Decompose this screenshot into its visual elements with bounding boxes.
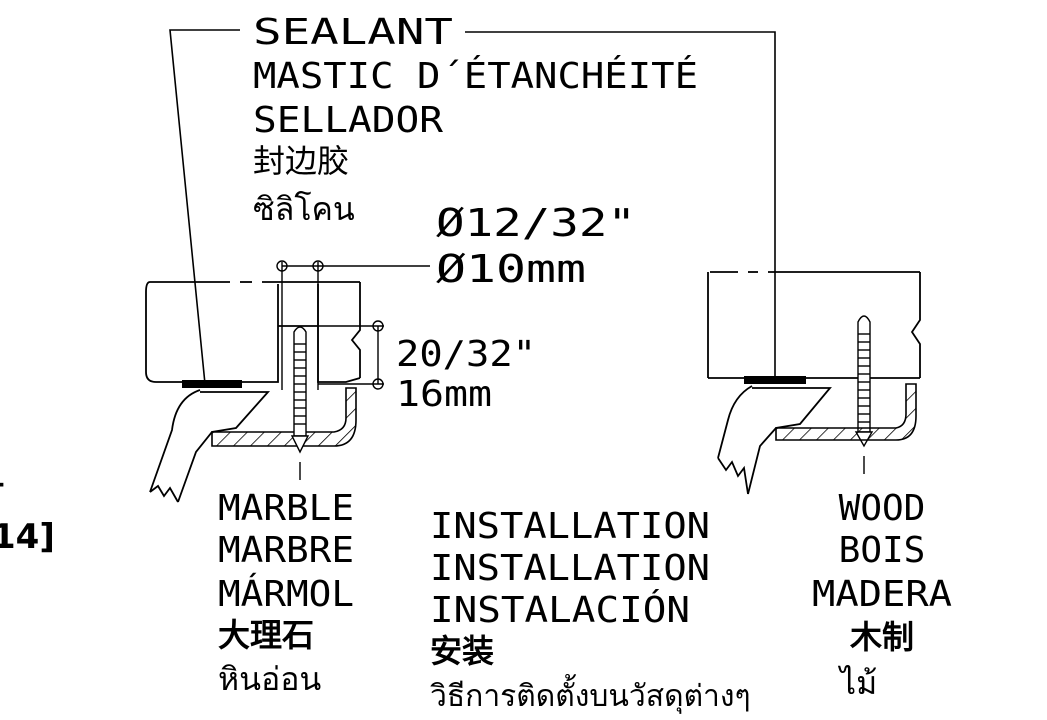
depth-inch: 20/32" [396,334,536,375]
wood-countertop [707,271,921,379]
hole-diameter-mm: Ø10mm [436,247,586,291]
depth-mm: 16mm [396,374,492,415]
wood-label-fr: BOIS [839,530,926,571]
depth-dimension [318,320,384,390]
wood-label-th: ไม้ [837,664,877,702]
wood-label-es: MADERA [812,574,952,615]
sealant-label-fr: MASTIC D´ÉTANCHÉITÉ [253,55,698,97]
sealant-bead-left [182,380,242,388]
wood-label-zh: 木制 [849,618,914,656]
sealant-bead-right [744,376,806,384]
marble-label-fr: MARBRE [218,530,354,571]
hole-diameter-inch: Ø12/32" [436,201,636,245]
sink-flange-left [211,387,357,447]
sealant-label-en: SEALANT [253,12,453,53]
screw-left [290,326,310,480]
edge-text-line2: 14] [0,517,55,557]
hole-guides-left [276,260,430,390]
marble-label-zh: 大理石 [218,616,314,654]
sink-flange-right [775,383,917,441]
wood-label-en: WOOD [839,488,926,529]
sealant-leader-lines [169,29,776,385]
sealant-label-zh: 封边胶 [253,142,349,180]
marble-label-es: MÁRMOL [218,573,354,615]
sealant-label-th: ซิลิโคน [253,190,355,228]
marble-countertop [145,281,361,383]
installation-label-en: INSTALLATION [430,506,710,547]
installation-label-fr: INSTALLATION [430,548,710,589]
sink-bowl-left [149,389,271,503]
installation-label-th: วิธีการติดตั้งบนวัสดุต่างๆ [430,674,751,715]
sealant-label-es: SELLADOR [253,100,443,141]
marble-label-en: MARBLE [218,488,354,529]
screw-right [854,315,874,474]
installation-label-zh: 安装 [430,632,494,670]
edge-text-line1: - [0,469,5,499]
sink-bowl-right [717,385,832,495]
installation-label-es: INSTALACIÓN [430,589,690,631]
marble-label-th: หินอ่อน [218,660,321,698]
